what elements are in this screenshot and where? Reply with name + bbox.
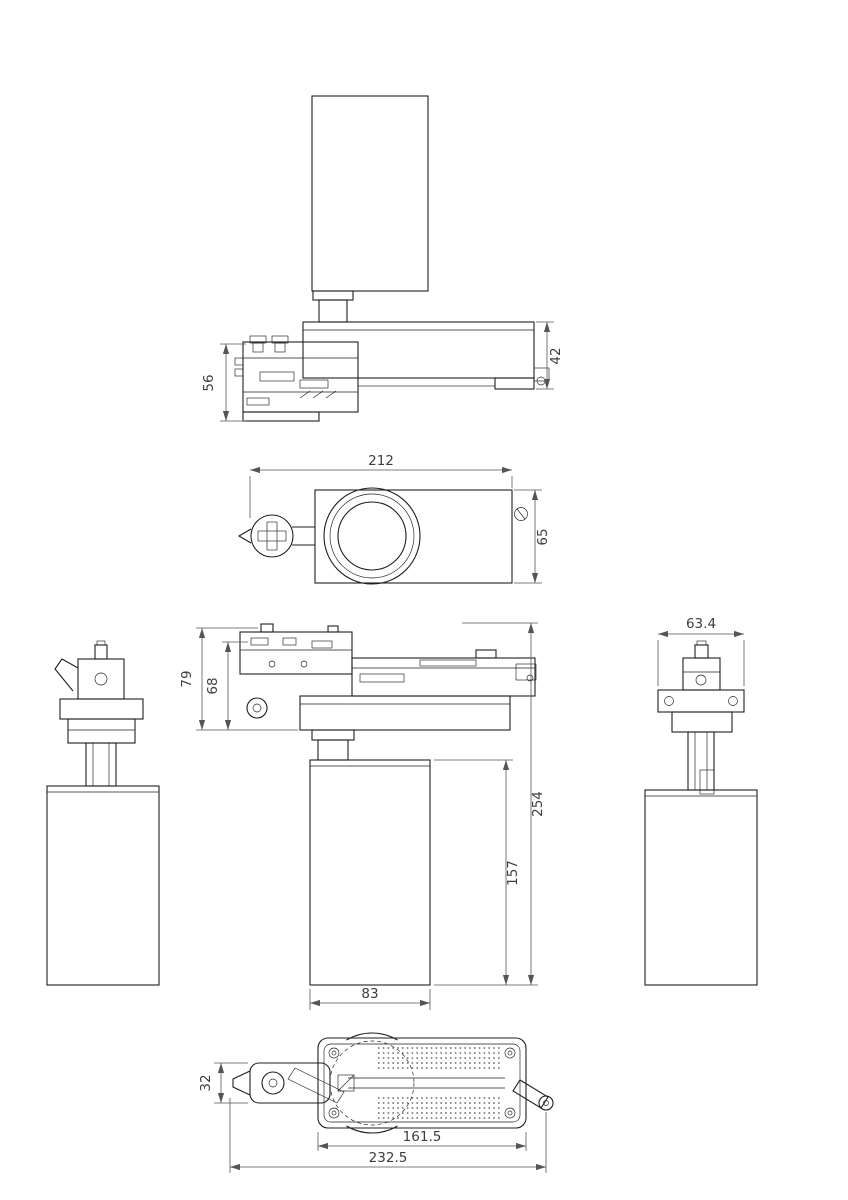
dimension-254: 254 <box>434 622 546 986</box>
dim-label-157: 157 <box>505 860 521 886</box>
dim-label-212: 212 <box>368 453 394 469</box>
lamp-neck <box>85 742 117 787</box>
housing-plan-outline <box>314 489 513 584</box>
lever-pivot <box>261 1071 285 1095</box>
dim-label-56: 56 <box>201 374 217 391</box>
dim-label-254: 254 <box>530 791 546 817</box>
dim-label-63-4: 63.4 <box>686 616 716 632</box>
dimension-161-5: 161.5 <box>317 1129 527 1151</box>
dimension-68: 68 <box>205 641 248 730</box>
lever-tip <box>232 1070 251 1096</box>
screw-head <box>514 507 528 521</box>
view-front <box>239 623 537 986</box>
screw-hole <box>328 1107 340 1119</box>
view-bottom <box>232 1032 554 1134</box>
dim-label-161-5: 161.5 <box>403 1129 442 1145</box>
view-side-left <box>46 640 160 986</box>
screw-hole <box>504 1047 516 1059</box>
dimension-79: 79 <box>179 627 298 731</box>
dim-label-68: 68 <box>205 677 221 694</box>
track-lever-body <box>249 1062 331 1104</box>
contact-tab <box>234 357 244 366</box>
driver-arm <box>351 657 536 697</box>
track-head <box>239 631 353 675</box>
base-plate <box>317 1037 527 1129</box>
screw-hole <box>328 1047 340 1059</box>
screw-hole <box>504 1107 516 1119</box>
lamp-neck <box>318 299 348 323</box>
lens-arc-bottom <box>346 1125 398 1134</box>
contact-pin <box>327 625 339 633</box>
dimension-63-4: 63.4 <box>657 616 745 686</box>
lock-lever <box>54 658 79 692</box>
lock-lever <box>515 663 537 681</box>
view-plan <box>237 487 528 585</box>
dimension-65: 65 <box>514 489 551 584</box>
thumb-knob <box>246 697 268 719</box>
lamp-body-outline <box>311 95 429 292</box>
lower-plate <box>299 695 511 731</box>
dim-label-83: 83 <box>361 986 378 1002</box>
adapter-flange <box>657 689 745 713</box>
lamp-body-outline <box>46 785 160 986</box>
lock-lever <box>512 1079 549 1109</box>
dimension-157: 157 <box>434 759 521 985</box>
dimension-83: 83 <box>309 986 431 1010</box>
dimension-56: 56 <box>201 343 246 422</box>
dim-label-65: 65 <box>535 528 551 545</box>
lamp-neck <box>687 731 715 791</box>
lamp-body-outline <box>644 789 758 986</box>
lens-ring-inner <box>337 501 407 571</box>
dimension-212: 212 <box>249 453 513 518</box>
lens-arc-top <box>346 1032 398 1041</box>
dim-label-79: 79 <box>179 670 195 687</box>
lamp-body-outline <box>309 759 431 986</box>
dimension-232-5: 232.5 <box>229 1098 547 1173</box>
contact-pin <box>260 623 274 633</box>
screw-head <box>664 696 674 706</box>
dim-label-42: 42 <box>548 347 564 364</box>
dim-label-232-5: 232.5 <box>369 1150 408 1166</box>
dim-label-32: 32 <box>198 1074 214 1091</box>
view-side-right <box>644 640 758 986</box>
contact-pin <box>94 644 108 660</box>
view-top-inverted-side <box>234 95 550 422</box>
contact-tab <box>234 368 244 377</box>
lamp-neck <box>317 739 349 761</box>
lens-hidden-circle <box>329 1040 415 1126</box>
knob-tip <box>237 528 252 544</box>
adapter-knob <box>250 514 294 558</box>
dimension-42: 42 <box>536 321 564 390</box>
track-head <box>77 658 125 700</box>
contact-pin <box>694 644 709 659</box>
driver-housing <box>302 321 535 379</box>
screw-head <box>728 696 738 706</box>
dimension-32: 32 <box>198 1062 248 1104</box>
lens-ring-outer <box>323 487 421 585</box>
